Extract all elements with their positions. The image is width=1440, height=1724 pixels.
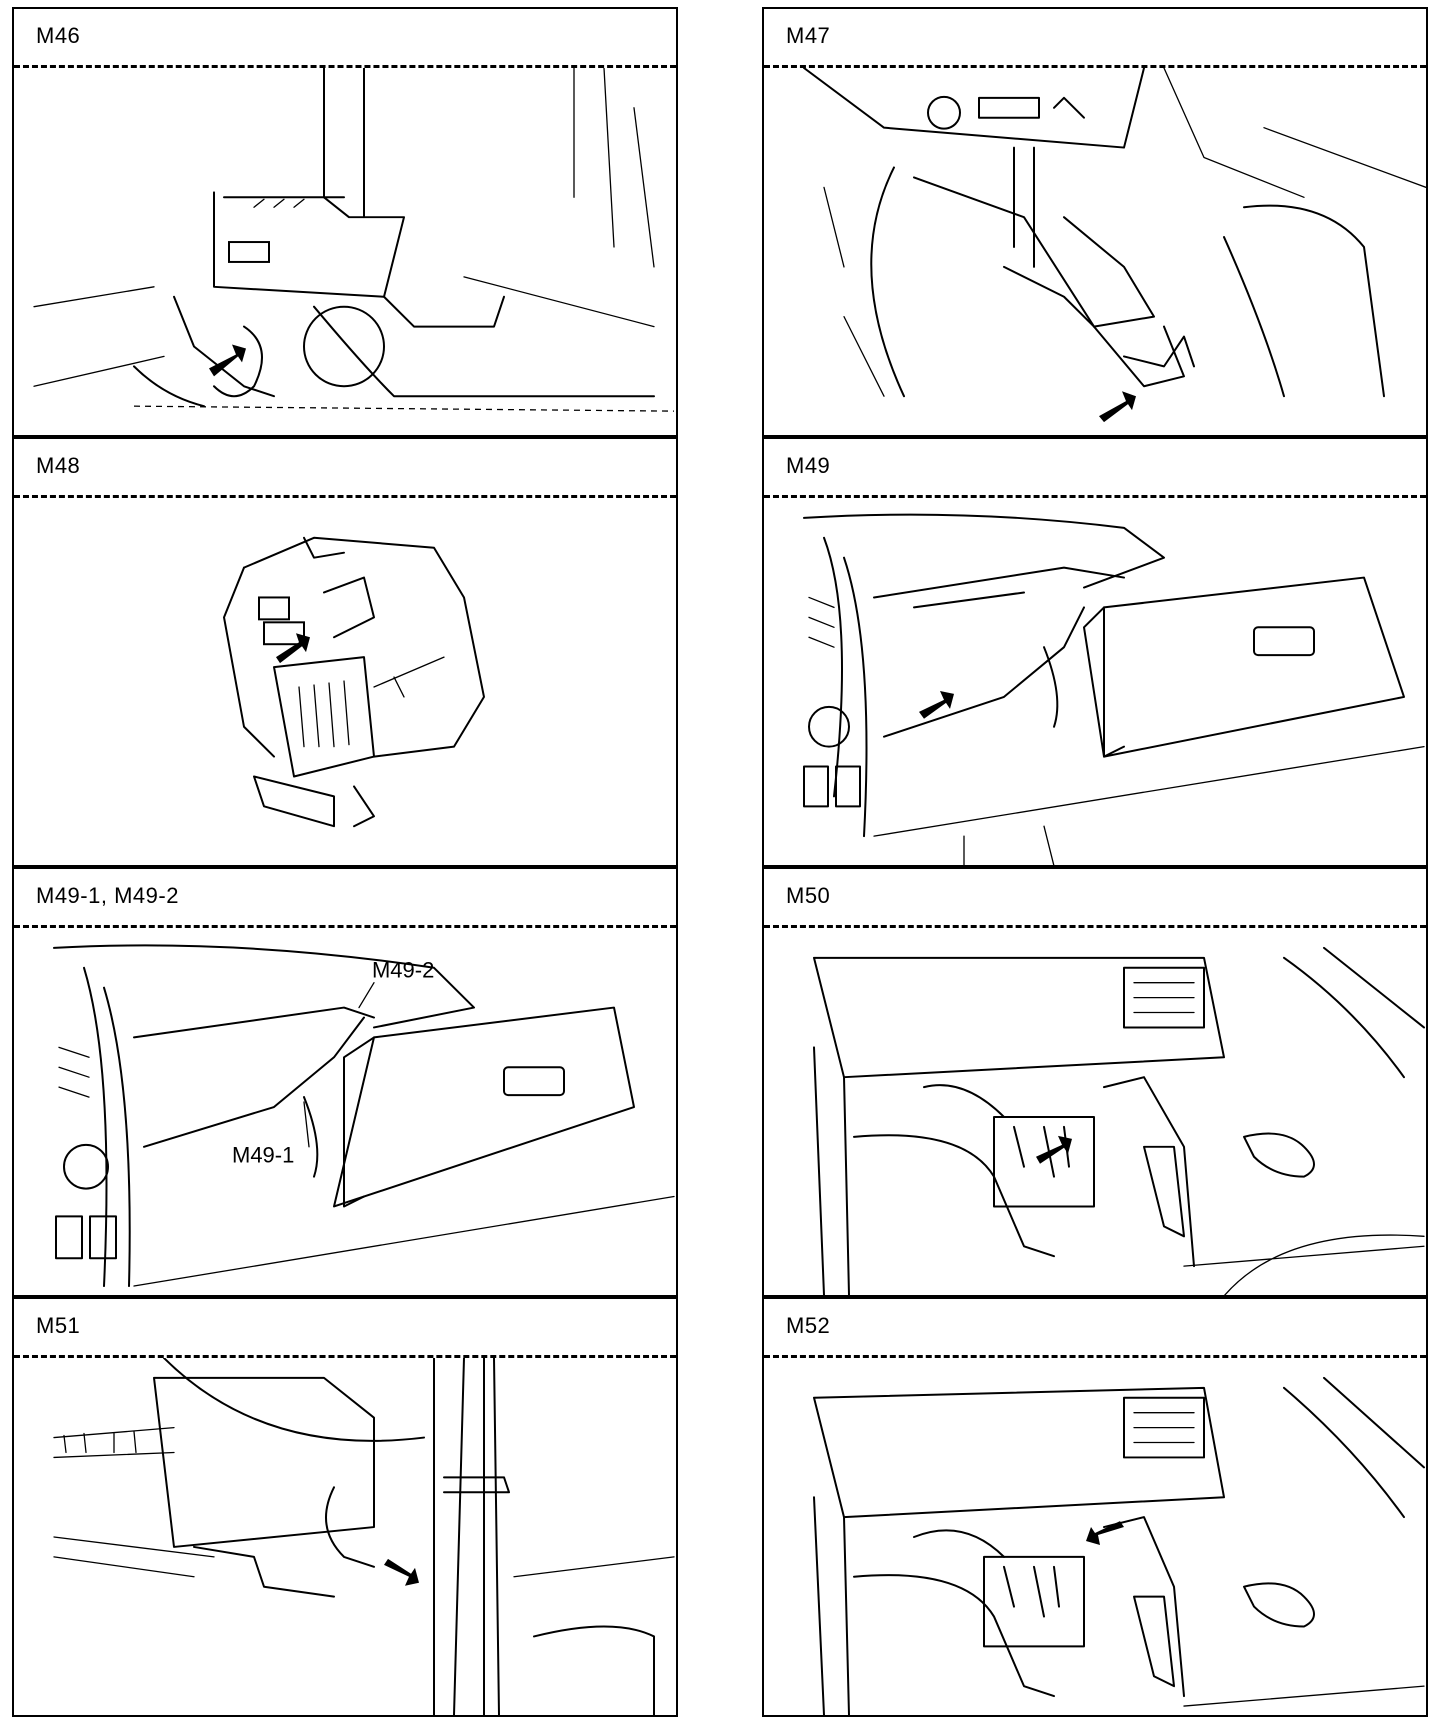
panel-title: M49 [786,453,831,478]
panel-m47: M47 [762,7,1428,437]
under-dash-relay-illustration [764,928,1426,1295]
panel-m50: M50 [762,867,1428,1297]
panel-title: M50 [786,883,831,908]
shift-lever-illustration [14,68,676,435]
panel-m46: M46 [12,7,678,437]
connector-arrow-icon [209,344,246,377]
glovebox-harness-illustration [764,498,1426,865]
connector-arrow-icon [1086,1521,1124,1545]
panel-title: M52 [786,1313,831,1338]
panel-title: M47 [786,23,831,48]
panel-m52: M52 [762,1297,1428,1717]
connector-arrow-icon [384,1558,419,1586]
panel-title: M46 [36,23,81,48]
glovebox-harness-callout-illustration: M49-2 M49-1 [14,928,676,1295]
connector-arrow-icon [276,633,310,664]
panel-header: M50 [764,869,1426,928]
panel-m49-1-m49-2: M49-1, M49-2 M49-2 M49-1 [12,867,678,1297]
blower-unit-illustration [14,498,676,865]
panel-title: M49-1, M49-2 [36,883,179,908]
under-dash-harness-illustration [764,1358,1426,1715]
connector-arrow-icon [1099,391,1136,423]
panel-header: M49-1, M49-2 [14,869,676,928]
connector-arrow-icon [919,690,954,719]
panel-header: M49 [764,439,1426,498]
panel-header: M52 [764,1299,1426,1358]
panel-title: M51 [36,1313,81,1338]
callout-m49-2: M49-2 [372,958,434,983]
panel-header: M47 [764,9,1426,68]
panel-m51: M51 [12,1297,678,1717]
panel-header: M46 [14,9,676,68]
panel-m48: M48 [12,437,678,867]
door-pillar-harness-illustration [14,1358,676,1715]
panel-m49: M49 [762,437,1428,867]
panel-header: M51 [14,1299,676,1358]
panel-header: M48 [14,439,676,498]
panel-title: M48 [36,453,81,478]
connector-arrow-icon [1036,1135,1072,1164]
callout-m49-1: M49-1 [232,1143,294,1168]
shifter-console-illustration [764,68,1426,435]
